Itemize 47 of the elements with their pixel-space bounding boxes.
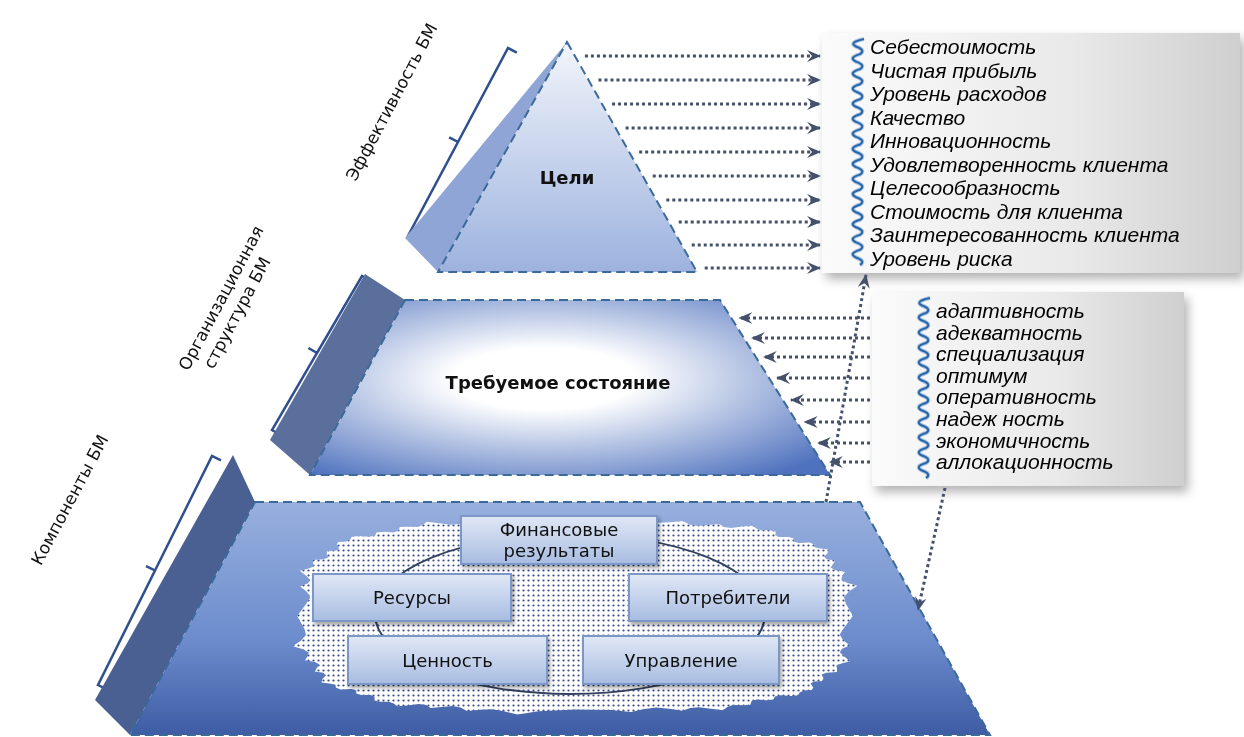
list-item: адаптивность <box>936 300 1085 322</box>
dotted-arrow <box>803 416 870 428</box>
dotted-arrow <box>750 332 870 344</box>
dotted-arrow <box>625 122 821 134</box>
dotted-arrow <box>598 74 821 86</box>
list-panel <box>822 33 1240 273</box>
list-item: экономичность <box>936 429 1091 452</box>
dotted-arrow <box>691 239 821 251</box>
dotted-arrow <box>584 50 821 62</box>
pyramid-label: Требуемое состояние <box>445 371 671 393</box>
dotted-arrow <box>612 98 821 110</box>
list-item: Чистая прибыль <box>870 58 1038 82</box>
list-item: аллокационность <box>936 451 1114 473</box>
dotted-arrow <box>738 312 870 324</box>
list-panel <box>872 292 1184 486</box>
list-item: Уровень расходов <box>870 82 1047 106</box>
component-box: Ресурсы <box>312 573 512 622</box>
list-item: Удовлетворенность клиента <box>870 152 1169 176</box>
list-item: Заинтересованность клиента <box>870 223 1180 247</box>
dotted-arrow <box>828 456 870 468</box>
component-box: Управление <box>582 635 780 685</box>
dotted-arrow <box>789 394 870 406</box>
component-box: Финансовые результаты <box>460 515 658 565</box>
dotted-arrow <box>816 437 870 449</box>
list-item: Качество <box>870 105 966 129</box>
list-item: надеж ность <box>936 407 1065 430</box>
dotted-arrow <box>678 216 821 228</box>
list-item: Стоимость для клиента <box>870 199 1123 223</box>
list-item: оптимум <box>936 364 1028 387</box>
dotted-arrow <box>914 487 947 611</box>
dotted-arrow <box>762 351 870 363</box>
pyramid-label: Цели <box>539 166 595 188</box>
dotted-arrow <box>652 170 821 182</box>
list-item: оперативность <box>936 386 1097 408</box>
list-item: Себестоимость <box>870 35 1037 59</box>
list-item: Уровень риска <box>870 246 1013 270</box>
list-item: Целесообразность <box>870 176 1061 200</box>
dotted-arrow <box>639 146 821 158</box>
component-box: Ценность <box>347 635 548 685</box>
dotted-arrow <box>824 274 870 503</box>
list-item: специализация <box>936 343 1085 365</box>
list-item: Инновационность <box>870 129 1052 153</box>
dotted-arrow <box>666 194 821 206</box>
component-box: Потребители <box>628 573 828 622</box>
list-item: адекватность <box>936 321 1083 344</box>
dotted-arrow <box>776 372 870 384</box>
dotted-arrow <box>704 262 821 274</box>
